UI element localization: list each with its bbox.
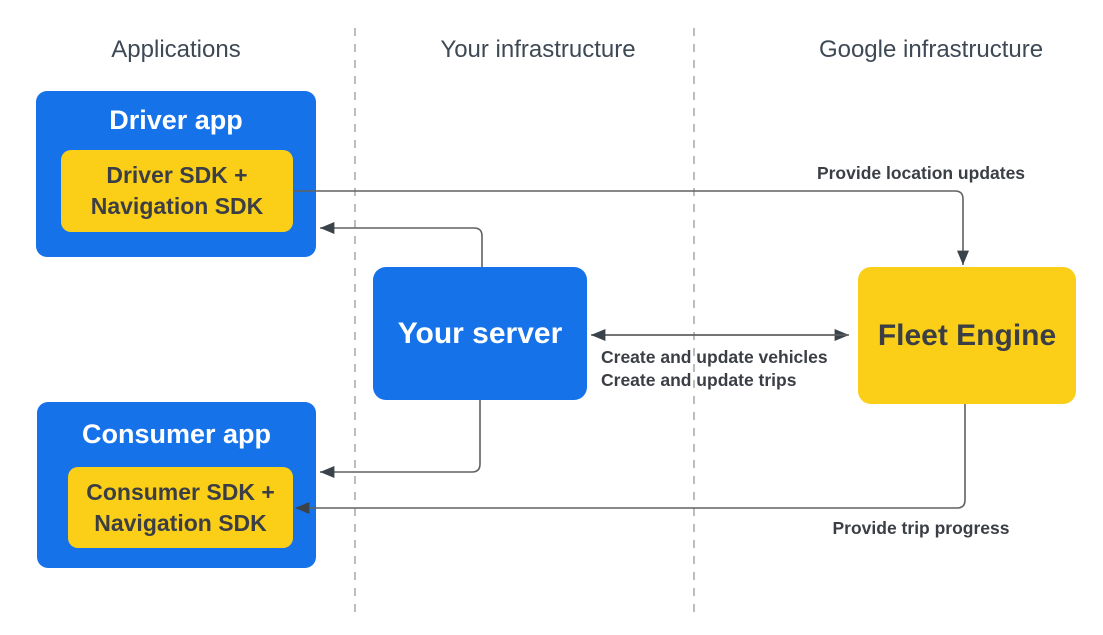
consumer-sdk-label-line1: Consumer SDK + — [86, 478, 275, 505]
label-provide-trip-progress: Provide trip progress — [832, 518, 1010, 538]
label-create-update-vehicles: Create and update vehicles — [601, 347, 828, 367]
fleet-engine-title: Fleet Engine — [877, 318, 1057, 352]
arrow-server-to-driver — [320, 222, 483, 267]
driver-app-title: Driver app — [109, 105, 243, 135]
label-create-update-trips: Create and update trips — [601, 370, 797, 390]
arrow-server-to-consumer — [320, 400, 481, 478]
consumer-app-box: Consumer app Consumer SDK + Navigation S… — [37, 402, 316, 568]
your-server-box: Your server — [373, 267, 587, 400]
your-server-title: Your server — [397, 316, 563, 350]
consumer-sdk-label-line2: Navigation SDK — [94, 509, 267, 536]
arrow-fleet-to-consumer — [295, 404, 966, 514]
column-header-your-infrastructure: Your infrastructure — [440, 36, 636, 63]
driver-app-box: Driver app Driver SDK + Navigation SDK — [36, 91, 316, 257]
column-header-applications: Applications — [111, 36, 241, 63]
driver-sdk-label-line1: Driver SDK + — [106, 162, 248, 188]
consumer-sdk-box: Consumer SDK + Navigation SDK — [68, 467, 293, 548]
label-create-and-update: Create and update vehicles Create and up… — [601, 346, 828, 392]
arrow-driver-to-fleet — [293, 190, 969, 265]
driver-sdk-box: Driver SDK + Navigation SDK — [61, 150, 293, 232]
fleet-engine-box: Fleet Engine — [858, 267, 1076, 404]
driver-sdk-label-line2: Navigation SDK — [90, 193, 264, 219]
column-header-google-infrastructure: Google infrastructure — [818, 36, 1044, 63]
consumer-app-title: Consumer app — [81, 419, 272, 449]
label-provide-location-updates: Provide location updates — [816, 163, 1026, 183]
